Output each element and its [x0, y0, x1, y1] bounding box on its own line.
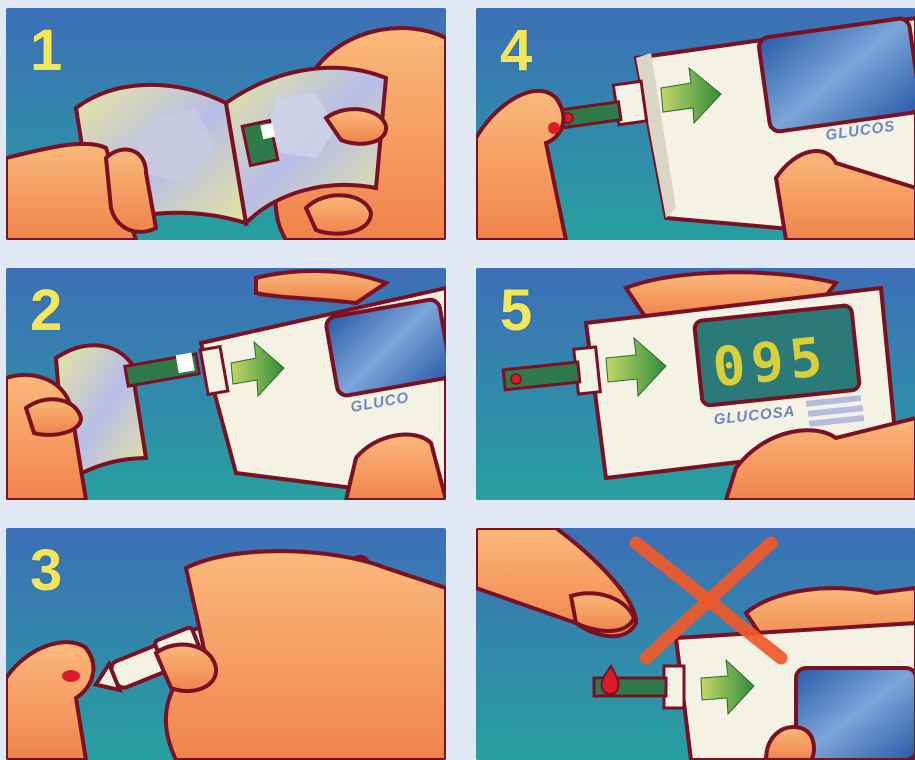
step-1-panel: 1 [6, 8, 446, 240]
step-2-panel: GLUCO 2 [6, 268, 446, 500]
step-number: 3 [30, 542, 62, 600]
read-result-illustration: 095 GLUCOSA [476, 268, 915, 500]
blood-drop-icon [511, 374, 521, 384]
step-number: 4 [500, 22, 532, 80]
step-3-panel: 3 [6, 528, 446, 760]
step-4-panel: GLUCOS 4 [476, 8, 915, 240]
open-foil-packet-illustration [6, 8, 446, 240]
step-number: 2 [30, 282, 62, 340]
step-number: 1 [30, 22, 62, 80]
incorrect-drop-application-illustration [476, 528, 915, 760]
apply-blood-to-strip-illustration: GLUCOS [476, 8, 915, 240]
step-5-panel: 095 GLUCOSA 5 [476, 268, 915, 500]
step-number: 5 [500, 282, 532, 340]
insert-strip-illustration: GLUCO [6, 268, 446, 500]
wrong-technique-panel [476, 528, 915, 760]
meter-display-value: 095 [710, 325, 831, 400]
lancing-device-illustration [6, 528, 446, 760]
